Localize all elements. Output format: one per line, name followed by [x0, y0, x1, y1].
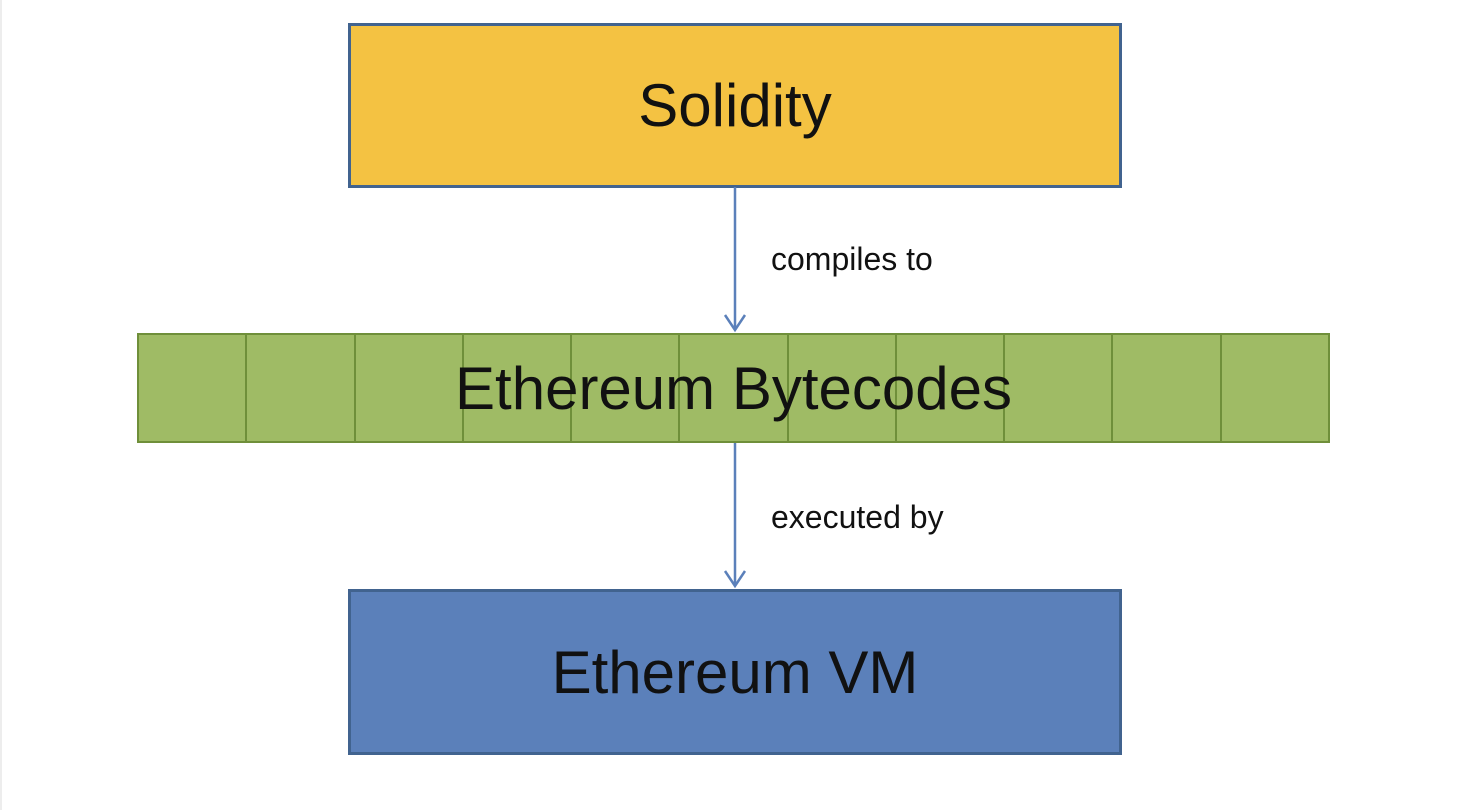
- bytecode-cell: [680, 335, 789, 441]
- bytecode-cell: [1113, 335, 1222, 441]
- bytecode-cell: [247, 335, 356, 441]
- bytecode-cell: [1005, 335, 1114, 441]
- solidity-label: Solidity: [638, 72, 832, 139]
- bytecodes-strip: Ethereum Bytecodes: [137, 333, 1330, 443]
- executed-by-arrow: [723, 443, 747, 589]
- bytecode-cell: [139, 335, 248, 441]
- ethereum-vm-label: Ethereum VM: [551, 638, 919, 706]
- bytecode-cell: [897, 335, 1006, 441]
- bytecode-cell: [789, 335, 897, 441]
- compiles-to-label: compiles to: [771, 241, 933, 277]
- bytecode-cell: [464, 335, 573, 441]
- bytecode-cells: [139, 335, 1328, 441]
- compiles-to-arrow: [723, 187, 747, 333]
- bytecode-cell: [572, 335, 681, 441]
- frame-edge: [0, 0, 2, 810]
- ethereum-vm-box: Ethereum VM: [348, 589, 1122, 755]
- executed-by-label: executed by: [771, 499, 944, 535]
- solidity-box: Solidity: [348, 23, 1122, 188]
- bytecode-cell: [356, 335, 464, 441]
- bytecodes-label: Ethereum Bytecodes: [455, 354, 1012, 422]
